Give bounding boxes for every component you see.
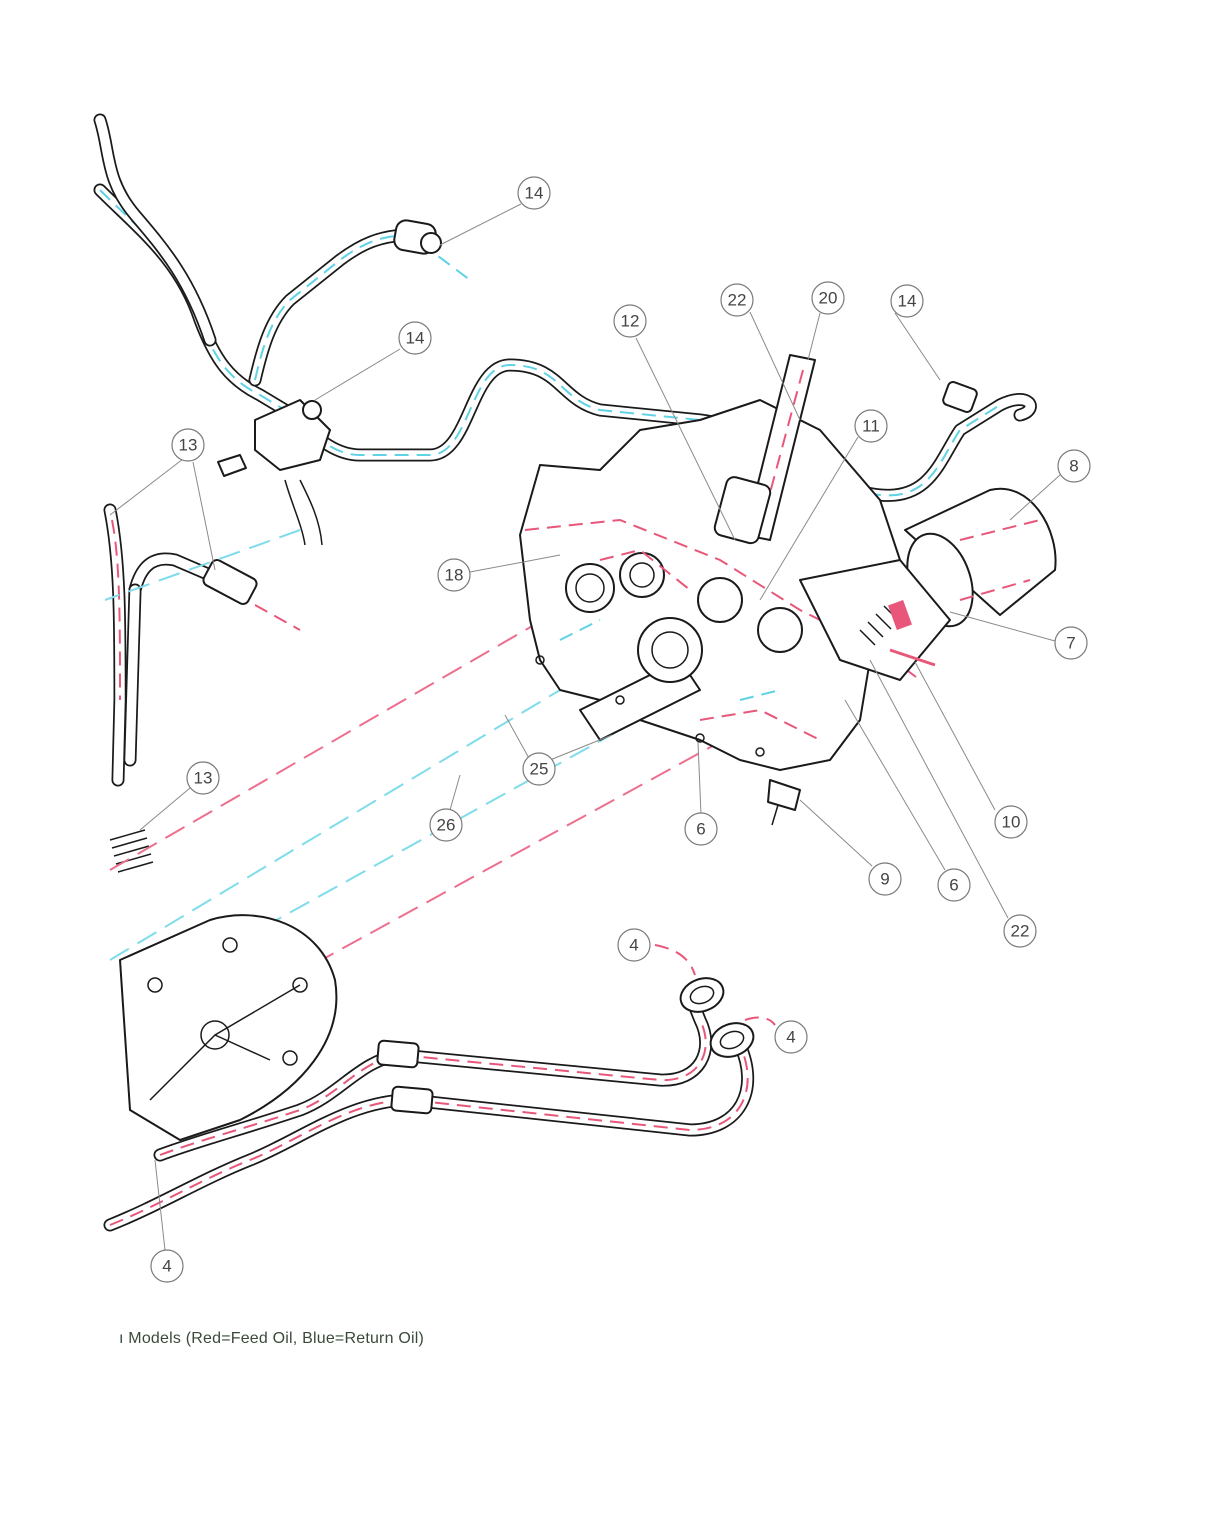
svg-text:6: 6 [949, 876, 958, 895]
svg-text:20: 20 [819, 289, 838, 308]
svg-text:14: 14 [525, 184, 544, 203]
svg-text:10: 10 [1002, 813, 1021, 832]
svg-text:25: 25 [530, 760, 549, 779]
callout-10: 10 [994, 805, 1028, 839]
svg-text:4: 4 [786, 1028, 795, 1047]
svg-text:4: 4 [629, 936, 638, 955]
svg-text:4: 4 [162, 1257, 171, 1276]
callout-4-top: 4 [617, 928, 651, 962]
feed-line-left [103, 503, 301, 787]
callout-18: 18 [437, 558, 471, 592]
callout-22-bottom: 22 [1003, 914, 1037, 948]
lower-cover [119, 914, 338, 1141]
callout-14-right: 14 [890, 284, 924, 318]
callout-26: 26 [429, 808, 463, 842]
callout-25: 25 [522, 752, 556, 786]
svg-text:22: 22 [1011, 922, 1030, 941]
callout-6-left: 6 [684, 812, 718, 846]
callout-9: 9 [868, 862, 902, 896]
relief-valve [799, 559, 951, 681]
callout-14-top: 14 [517, 176, 551, 210]
svg-text:6: 6 [696, 820, 705, 839]
oil-lines-lower [103, 944, 776, 1232]
svg-text:8: 8 [1069, 457, 1078, 476]
svg-text:7: 7 [1066, 634, 1075, 653]
callout-14-mid: 14 [398, 321, 432, 355]
crankcase-block [519, 399, 921, 771]
callout-4-bottom: 4 [150, 1249, 184, 1283]
svg-text:13: 13 [194, 769, 213, 788]
svg-text:22: 22 [728, 291, 747, 310]
callout-12: 12 [613, 304, 647, 338]
callout-20: 20 [811, 281, 845, 315]
svg-text:14: 14 [406, 329, 425, 348]
callout-13-bottom: 13 [186, 761, 220, 795]
svg-text:26: 26 [437, 816, 456, 835]
svg-text:11: 11 [862, 417, 880, 436]
callout-7: 7 [1054, 626, 1088, 660]
return-hose-upper [93, 113, 1037, 502]
callout-22-top: 22 [720, 283, 754, 317]
return-hose-vent [248, 219, 471, 387]
left-spring [109, 829, 154, 873]
figure-caption: ı Models (Red=Feed Oil, Blue=Return Oil) [119, 1330, 425, 1347]
oil-filter [904, 487, 1057, 628]
feed-line-upper-right [942, 381, 978, 413]
svg-text:9: 9 [880, 870, 889, 889]
svg-text:18: 18 [445, 566, 464, 585]
oil-pressure-switch [767, 779, 801, 826]
callout-11: 11 [854, 409, 888, 443]
svg-text:12: 12 [621, 312, 640, 331]
svg-text:14: 14 [898, 292, 917, 311]
callout-4-right: 4 [774, 1020, 808, 1054]
callout-13-top: 13 [171, 428, 205, 462]
callout-6-right: 6 [937, 868, 971, 902]
callout-8: 8 [1057, 449, 1091, 483]
tee-fitting [217, 399, 331, 546]
svg-text:13: 13 [179, 436, 198, 455]
leader-lines [109, 203, 1061, 1251]
